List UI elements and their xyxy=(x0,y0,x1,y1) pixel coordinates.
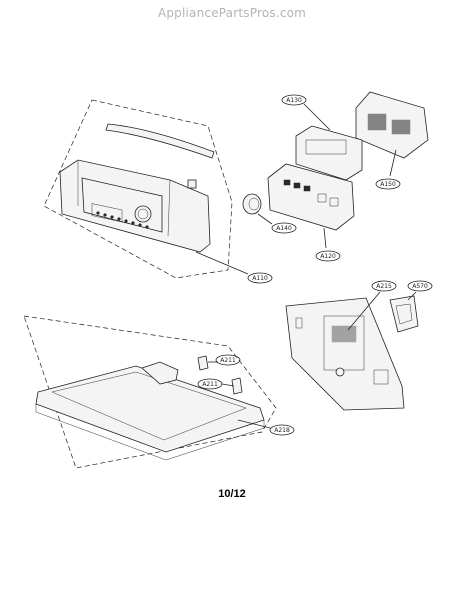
svg-text:A110: A110 xyxy=(252,275,268,282)
display-board xyxy=(295,125,363,181)
svg-text:A211: A211 xyxy=(202,381,218,388)
svg-text:A211: A211 xyxy=(220,357,236,364)
control-panel-assembly xyxy=(43,99,249,279)
callout-a140: A140 xyxy=(271,222,297,234)
panel-knob-ring xyxy=(134,205,152,223)
callout-a211-lower: A211 xyxy=(197,378,223,390)
svg-text:A140: A140 xyxy=(276,225,292,232)
callout-a120: A120 xyxy=(315,250,341,262)
svg-text:A570: A570 xyxy=(412,283,428,290)
callout-a110: A110 xyxy=(247,272,273,284)
rear-bracket-housing xyxy=(323,315,365,371)
trim-strip xyxy=(105,123,215,159)
panel-group-boundary xyxy=(43,99,233,279)
selector-knob xyxy=(242,193,262,215)
page-number: 10/12 xyxy=(218,488,246,500)
callout-a570: A570 xyxy=(407,280,433,292)
callout-a211-upper: A211 xyxy=(215,354,241,366)
rear-bracket-assembly xyxy=(285,291,419,411)
lid-group-boundary xyxy=(23,315,277,469)
svg-text:A218: A218 xyxy=(274,427,290,434)
clip-part xyxy=(389,295,419,333)
callout-a130: A130 xyxy=(281,94,307,106)
hinge-bracket-lower xyxy=(231,377,243,395)
electronics-assembly xyxy=(242,91,429,249)
callout-a215: A215 xyxy=(371,280,397,292)
panel-buttons xyxy=(96,211,149,229)
panel-bracket xyxy=(187,179,197,189)
lid-hinge-cover xyxy=(141,361,179,385)
rear-bracket-plate xyxy=(285,297,405,411)
watermark: AppliancePartsPros.com xyxy=(157,6,307,20)
svg-text:A120: A120 xyxy=(320,253,336,260)
display-window xyxy=(91,203,123,223)
hinge-bracket-upper xyxy=(197,355,209,371)
svg-text:A150: A150 xyxy=(380,181,396,188)
callout-a150: A150 xyxy=(375,178,401,190)
svg-text:A215: A215 xyxy=(376,283,392,290)
lid-assembly xyxy=(23,315,277,469)
svg-text:A130: A130 xyxy=(286,97,302,104)
callout-a218: A218 xyxy=(269,424,295,436)
